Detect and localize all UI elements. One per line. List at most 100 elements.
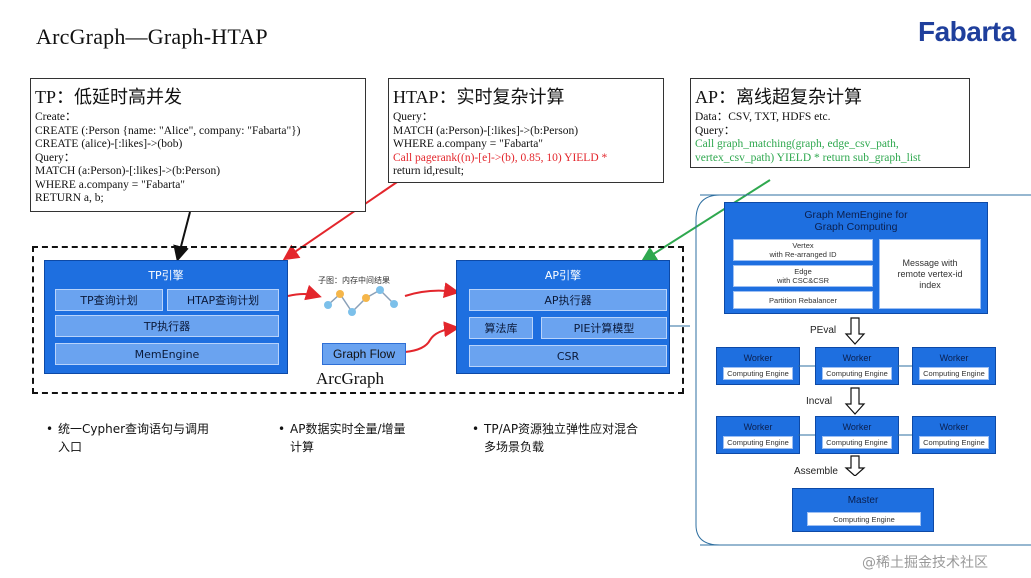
- message-cell: Message with remote vertex-id index: [879, 239, 981, 309]
- tp-line: WHERE a.company = "Fabarta": [35, 178, 185, 191]
- memengine-title-line: Graph MemEngine for: [804, 209, 908, 221]
- worker-title: Worker: [743, 422, 773, 432]
- worker-box: Worker Computing Engine: [815, 416, 899, 454]
- computing-engine-cell: Computing Engine: [723, 436, 793, 449]
- vertex-line: Vertex: [792, 241, 814, 250]
- subgraph-illustration: [324, 286, 398, 316]
- vertex-cell: Vertex with Re-arranged ID: [733, 239, 873, 261]
- csr-cell: CSR: [469, 345, 667, 367]
- worker-title: Worker: [842, 353, 872, 363]
- peval-down-arrow: [844, 317, 866, 345]
- tp-line: MATCH (a:Person)-[:likes]->(b:Person): [35, 165, 221, 177]
- tp-query-panel: TP：低延时高并发 Create： CREATE (:Person {name:…: [30, 78, 366, 212]
- tp-line: RETURN a, b;: [35, 192, 104, 204]
- worker-connectors: [798, 365, 912, 436]
- message-line: index: [919, 279, 941, 290]
- incval-down-arrow: [844, 387, 866, 415]
- computing-engine-cell: Computing Engine: [919, 367, 989, 380]
- ap-data-line: Data：CSV, TXT, HDFS etc.: [695, 111, 831, 123]
- incval-label: Incval: [806, 396, 833, 407]
- tp-to-subgraph-arrow: [287, 284, 322, 301]
- fabarta-logo: Fabarta: [918, 16, 1016, 47]
- partition-rebalancer-cell: Partition Rebalancer: [733, 291, 873, 309]
- peval-label: PEval: [810, 325, 837, 336]
- bullet-line: TP/AP资源独立弹性应对混合: [484, 422, 639, 436]
- arcgraph-label: ArcGraph: [316, 369, 384, 388]
- ap-executor-cell: AP执行器: [469, 289, 667, 311]
- bullet-line: 多场景负载: [484, 440, 545, 454]
- subgraph-to-ap-arrow: [404, 282, 460, 299]
- tp-plan-cell: TP查询计划: [55, 289, 163, 311]
- memengine-title-line: Graph Computing: [814, 221, 898, 233]
- master-computing-engine-cell: Computing Engine: [807, 512, 921, 526]
- htap-panel-heading: HTAP：实时复杂计算: [393, 87, 565, 107]
- htap-plan-cell: HTAP查询计划: [167, 289, 279, 311]
- page-title: ArcGraph—Graph-HTAP: [36, 24, 268, 49]
- bullet-item: • TP/AP资源独立弹性应对混合 多场景负载: [472, 422, 639, 454]
- computing-engine-cell: Computing Engine: [822, 436, 892, 449]
- message-line: Message with: [902, 257, 958, 268]
- memengine-cell: MemEngine: [55, 343, 279, 365]
- edge-cell: Edge with CSC&CSR: [733, 265, 873, 287]
- bullet-item: • AP数据实时全量/增量 计算: [278, 422, 406, 454]
- htap-query-panel: HTAP：实时复杂计算 Query： MATCH (a:Person)-[:li…: [388, 78, 664, 183]
- tp-executor-cell: TP执行器: [55, 315, 279, 337]
- assemble-label: Assemble: [794, 466, 838, 477]
- worker-box: Worker Computing Engine: [815, 347, 899, 385]
- worker-title: Worker: [842, 422, 872, 432]
- htap-return-line: return id,result;: [393, 165, 464, 177]
- step-arrows: [844, 317, 866, 476]
- master-title: Master: [847, 495, 879, 506]
- tp-line: Query：: [35, 151, 76, 164]
- htap-pagerank-line: Call pagerank((n)-[e]->(b), 0.85, 10) YI…: [393, 151, 608, 164]
- worker-title: Worker: [743, 353, 773, 363]
- worker-box: Worker Computing Engine: [912, 347, 996, 385]
- graphflow-to-ap-arrow: [404, 321, 460, 353]
- algo-lib-cell: 算法库: [469, 317, 533, 339]
- bullet-line: 计算: [290, 440, 315, 454]
- pie-model-cell: PIE计算模型: [541, 317, 667, 339]
- edge-line: with CSC&CSR: [776, 276, 830, 285]
- ap-green-line: vertex_csv_path) YIELD * return sub_grap…: [695, 151, 921, 164]
- vertex-line: with Re-arranged ID: [769, 250, 837, 259]
- computing-engine-cell: Computing Engine: [822, 367, 892, 380]
- worker-box: Worker Computing Engine: [716, 416, 800, 454]
- ap-query-panel: AP：离线超复杂计算 Data：CSV, TXT, HDFS etc. Quer…: [690, 78, 970, 168]
- cluster-bracket: [668, 194, 721, 546]
- htap-line: MATCH (a:Person)-[:likes]->(b:Person): [393, 124, 579, 137]
- ap-panel-heading: AP：离线超复杂计算: [695, 87, 863, 107]
- worker-title: Worker: [939, 353, 969, 363]
- htap-line: WHERE a.company = "Fabarta": [393, 138, 543, 150]
- ap-green-line: Call graph_matching(graph, edge_csv_path…: [695, 138, 899, 150]
- computing-engine-cell: Computing Engine: [723, 367, 793, 380]
- bullet-line: 统一Cypher查询语句与调用: [58, 422, 210, 436]
- htap-line: Query：: [393, 111, 434, 123]
- ap-query-label: Query：: [695, 124, 736, 137]
- computing-engine-cell: Computing Engine: [919, 436, 989, 449]
- graph-memengine-box: Graph MemEngine for Graph Computing Vert…: [724, 202, 988, 314]
- edge-line: Edge: [794, 267, 812, 276]
- worker-title: Worker: [939, 422, 969, 432]
- subgraph-label: 子图：内存中间结果: [318, 276, 390, 285]
- htap-query-arrow: [282, 179, 401, 261]
- watermark: @稀土掘金技术社区: [862, 555, 988, 571]
- worker-box: Worker Computing Engine: [716, 347, 800, 385]
- memengine-title: Graph MemEngine for Graph Computing: [725, 209, 987, 233]
- bullet-item: • 统一Cypher查询语句与调用 入口: [46, 422, 210, 454]
- worker-box: Worker Computing Engine: [912, 416, 996, 454]
- tp-line: CREATE (alice)-[:likes]->(bob): [35, 138, 183, 150]
- ap-engine-title: AP引擎: [544, 269, 582, 282]
- master-box: Master Computing Engine: [792, 488, 934, 532]
- graph-flow-box: Graph Flow: [322, 343, 406, 365]
- assemble-down-arrow: [844, 455, 866, 476]
- message-line: remote vertex-id: [897, 268, 963, 279]
- tp-line: Create：: [35, 111, 77, 123]
- bullet-line: AP数据实时全量/增量: [290, 422, 406, 436]
- bullet-line: 入口: [58, 440, 83, 454]
- tp-engine-title: TP引擎: [148, 269, 184, 282]
- tp-engine: TP引擎 TP查询计划 HTAP查询计划 TP执行器 MemEngine: [44, 260, 288, 374]
- ap-engine: AP引擎 AP执行器 算法库 PIE计算模型 CSR: [456, 260, 670, 374]
- arcgraph-container: [32, 246, 684, 394]
- tp-query-arrow: [173, 211, 191, 262]
